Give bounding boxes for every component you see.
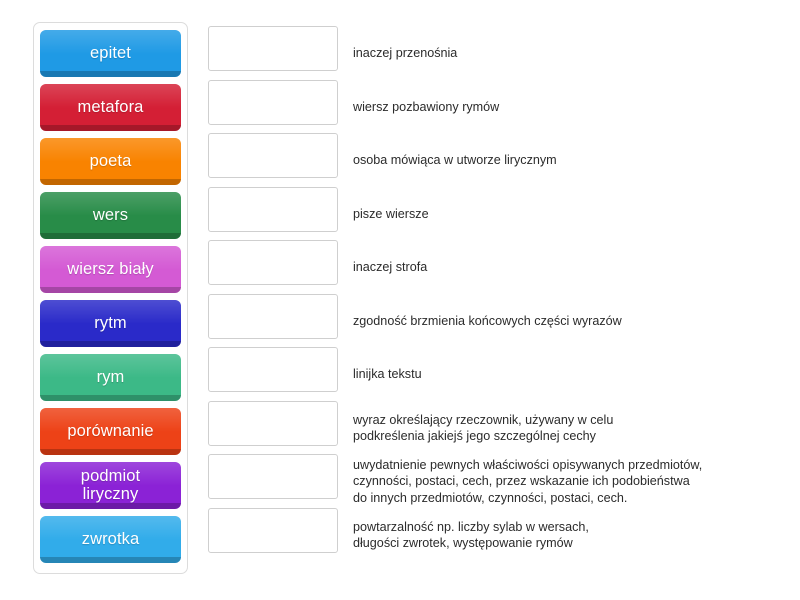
answer-row: wyraz określający rzeczownik, używany w … xyxy=(208,400,784,455)
answer-row: inaczej przenośnia xyxy=(208,26,784,80)
definition-text: wiersz pozbawiony rymów xyxy=(353,99,500,114)
term-tile-label: rytm xyxy=(94,313,127,332)
answer-dropbox[interactable] xyxy=(208,79,338,125)
term-tile[interactable]: rym xyxy=(40,354,181,401)
definition-text: osoba mówiąca w utworze lirycznym xyxy=(353,153,557,168)
definition-text: wyraz określający rzeczownik, używany w … xyxy=(353,412,614,444)
term-tile-label: metafora xyxy=(77,97,144,116)
term-tile-label: poeta xyxy=(89,151,132,170)
term-tile-label: porównanie xyxy=(67,421,154,440)
answer-dropbox[interactable] xyxy=(208,454,338,499)
answer-row: wiersz pozbawiony rymów xyxy=(208,79,784,134)
definition-text: zgodność brzmienia końcowych części wyra… xyxy=(353,313,622,328)
answer-row: zgodność brzmienia końcowych części wyra… xyxy=(208,293,784,348)
answer-dropbox[interactable] xyxy=(208,133,338,178)
term-tile[interactable]: rytm xyxy=(40,300,181,347)
answer-dropbox[interactable] xyxy=(208,240,338,285)
term-tiles-panel: epitet metafora poeta wers wiersz biały rytm r… xyxy=(33,22,188,574)
answer-dropbox[interactable] xyxy=(208,293,338,339)
term-tile[interactable]: wiersz biały xyxy=(40,246,181,293)
answer-row: uwydatnienie pewnych właściwości opisywa… xyxy=(208,454,784,508)
answer-dropbox[interactable] xyxy=(208,400,338,446)
answer-row: powtarzalność np. liczby sylab w wersach… xyxy=(208,507,784,562)
term-tile[interactable]: wers xyxy=(40,192,181,239)
answer-row: osoba mówiąca w utworze lirycznym xyxy=(208,133,784,187)
term-tile[interactable]: epitet xyxy=(40,30,181,77)
answer-dropbox[interactable] xyxy=(208,347,338,392)
term-tile-label: podmiot liryczny xyxy=(80,466,141,503)
answer-row: inaczej strofa xyxy=(208,240,784,294)
term-tile-label: epitet xyxy=(90,43,131,62)
term-tile-label: rym xyxy=(96,367,125,386)
definition-text: linijka tekstu xyxy=(353,367,422,382)
definition-text: powtarzalność np. liczby sylab w wersach… xyxy=(353,519,589,551)
answer-dropbox[interactable] xyxy=(208,186,338,232)
term-tile[interactable]: poeta xyxy=(40,138,181,185)
answer-dropbox[interactable] xyxy=(208,507,338,553)
answer-dropbox[interactable] xyxy=(208,26,338,71)
term-tile-label: wers xyxy=(92,205,129,224)
term-tile-label: zwrotka xyxy=(81,529,140,548)
definition-text: inaczej przenośnia xyxy=(353,46,458,61)
answer-row: linijka tekstu xyxy=(208,347,784,401)
definition-text: inaczej strofa xyxy=(353,260,428,275)
term-tile[interactable]: metafora xyxy=(40,84,181,131)
answer-rows-list: inaczej przenośnia wiersz pozbawiony rymó… xyxy=(208,26,784,561)
definition-text: uwydatnienie pewnych właściwości opisywa… xyxy=(353,457,703,506)
term-tile-label: wiersz biały xyxy=(67,259,154,278)
term-tile[interactable]: podmiot liryczny xyxy=(40,462,181,509)
term-tile[interactable]: porównanie xyxy=(40,408,181,455)
term-tile[interactable]: zwrotka xyxy=(40,516,181,563)
definition-text: pisze wiersze xyxy=(353,206,429,221)
answer-row: pisze wiersze xyxy=(208,186,784,241)
